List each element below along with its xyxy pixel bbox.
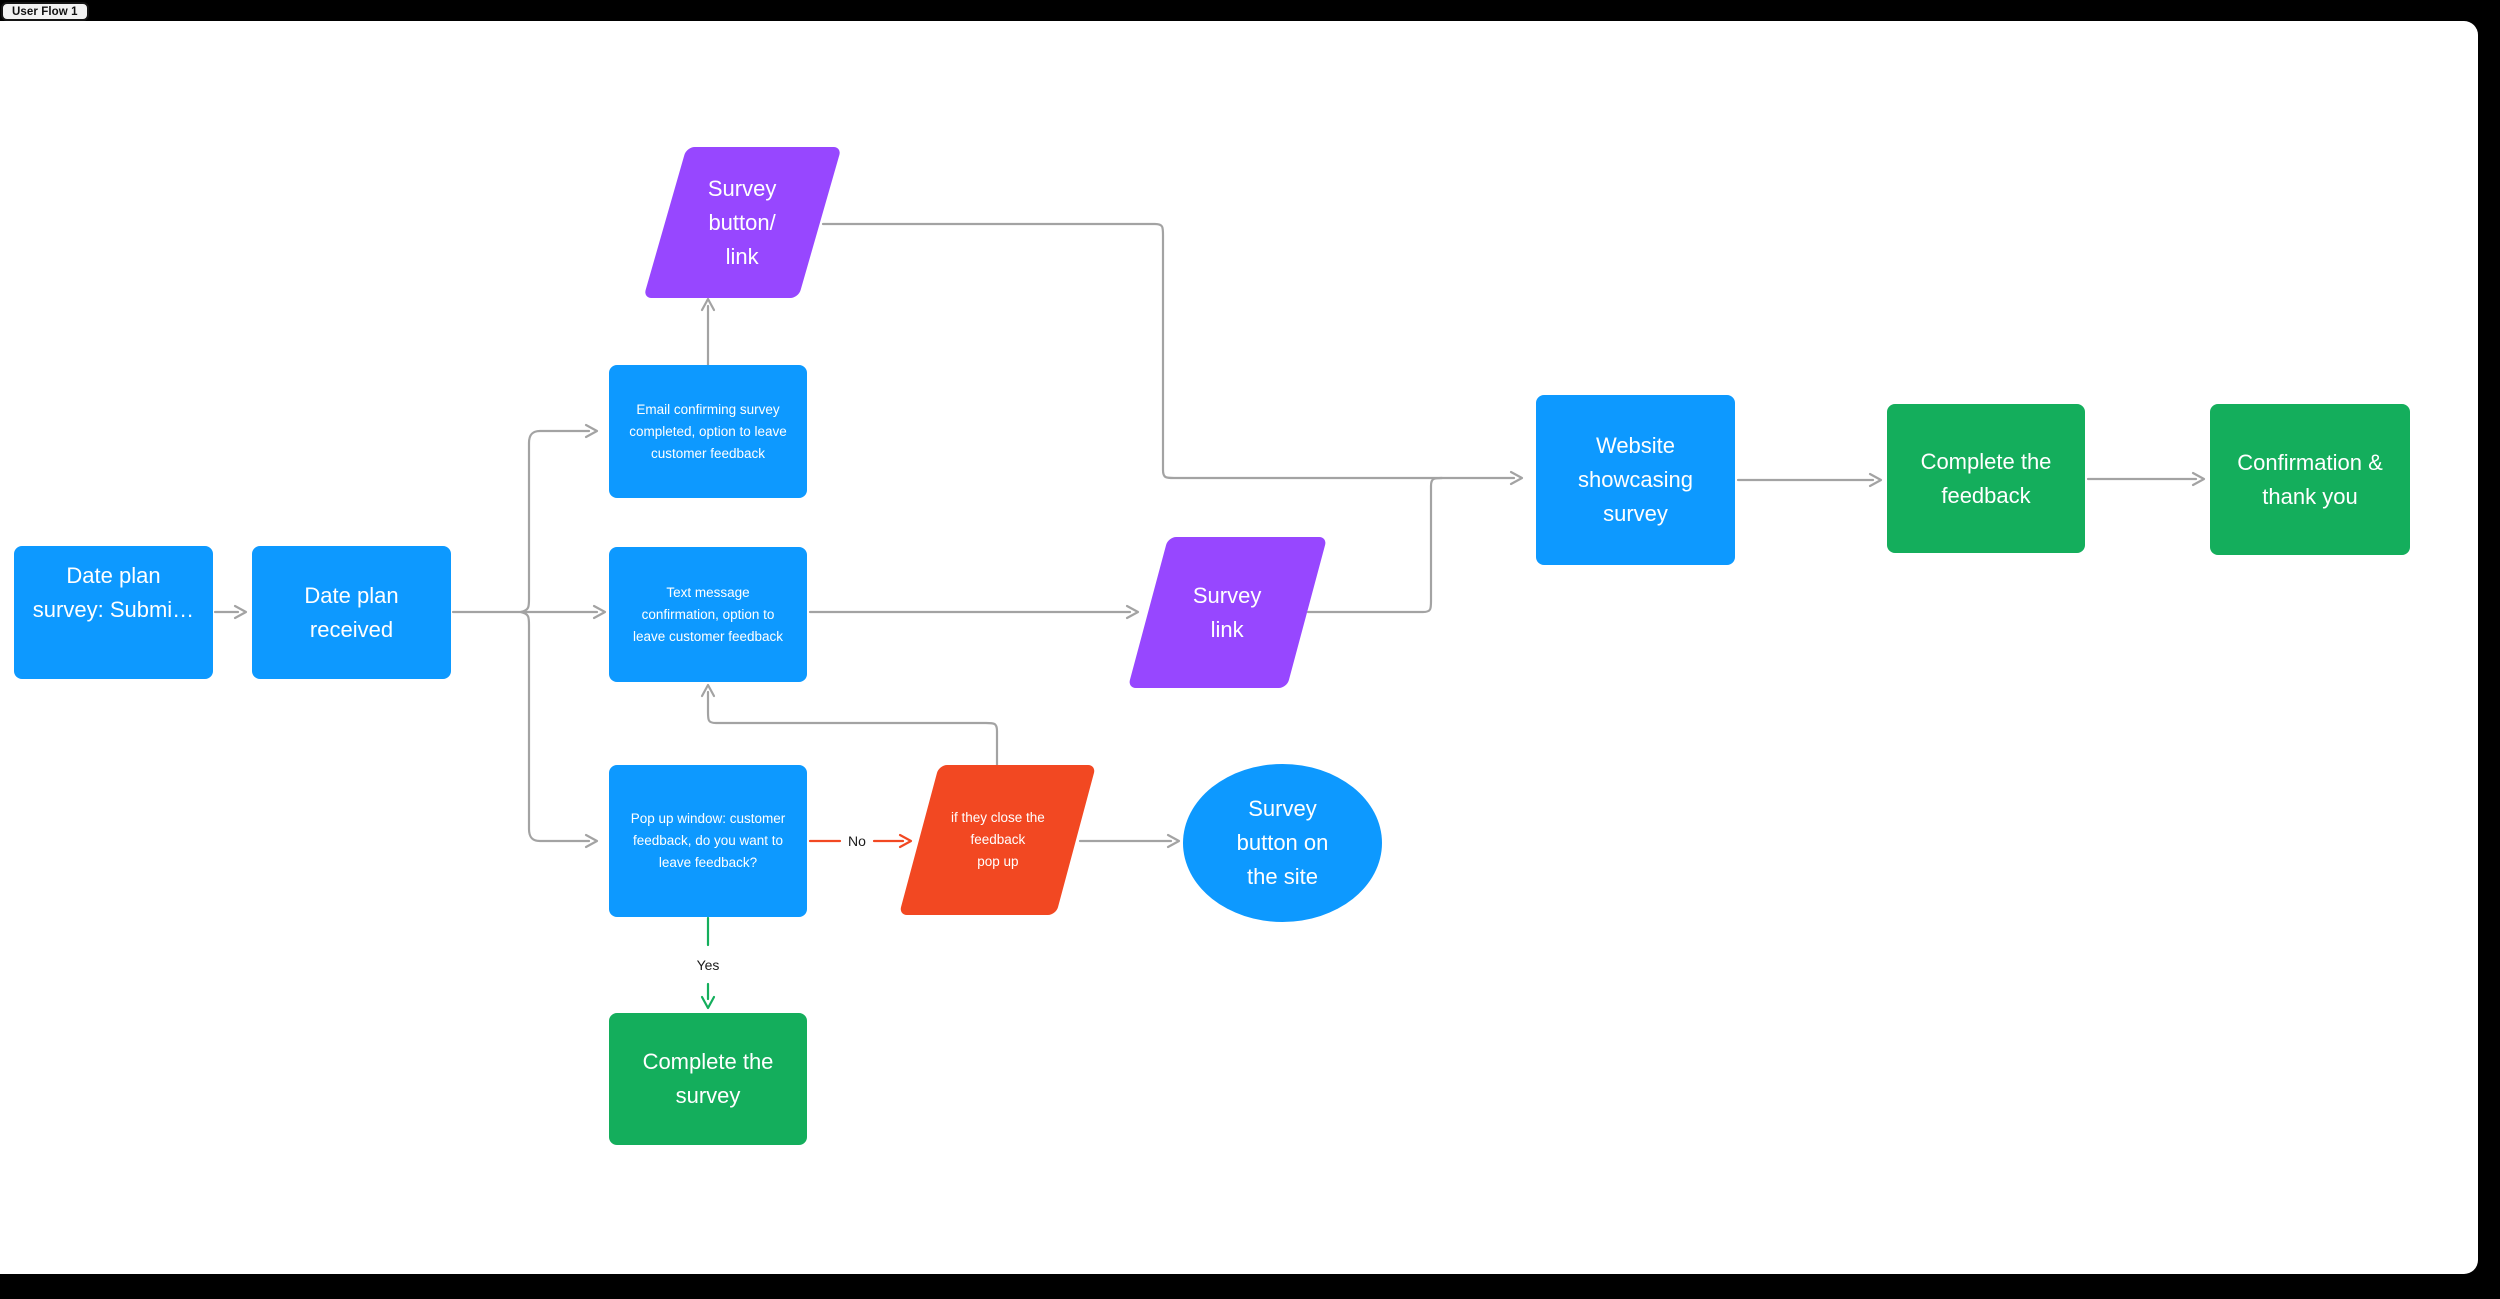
node-complete-the-feedback[interactable]: Complete the feedback — [1887, 404, 2085, 553]
connector-ifclose-to-ellipse[interactable] — [1078, 833, 1181, 849]
connector-popup-no-ifclose[interactable] — [808, 833, 913, 849]
connector-completefeedback-to-confirmation[interactable] — [2086, 471, 2206, 487]
node-label: Text message confirmation, option to lea… — [632, 584, 784, 644]
connector-received-to-popup[interactable] — [519, 610, 599, 849]
connector-ifclose-to-textmessage[interactable] — [700, 683, 999, 767]
node-label: Email confirming survey completed, optio… — [629, 401, 787, 461]
node-popup-window[interactable]: Pop up window: customer feedback, do you… — [609, 765, 807, 917]
edge-label-no: No — [845, 833, 869, 849]
node-text-message-confirmation[interactable]: Text message confirmation, option to lea… — [609, 547, 807, 682]
node-label: Confirmation & thank you — [2237, 449, 2383, 509]
node-date-plan-survey[interactable]: Date plan survey: Submi… — [14, 546, 213, 679]
node-label: Date plan received — [304, 582, 399, 642]
connector-textmessage-to-surveylink[interactable] — [808, 604, 1140, 620]
node-label: Complete the feedback — [1920, 448, 2052, 508]
connector-received-to-email[interactable] — [519, 423, 599, 614]
node-email-confirmation[interactable]: Email confirming survey completed, optio… — [609, 365, 807, 498]
edge-label-yes: Yes — [693, 957, 723, 973]
node-label: Complete the survey — [642, 1049, 774, 1108]
node-label: Pop up window: customer feedback, do you… — [630, 811, 786, 870]
node-survey-button-on-site[interactable]: Survey button on the site — [1183, 764, 1382, 922]
node-website-showcasing-survey[interactable]: Website showcasing survey — [1536, 395, 1735, 565]
connector-surveylink-to-website[interactable] — [1306, 476, 1444, 614]
node-label: if they close the feedback pop up — [950, 810, 1045, 869]
connector-website-to-completefeedback[interactable] — [1736, 472, 1883, 488]
node-label: Date plan survey: Submi… — [32, 563, 195, 622]
connector-email-to-surveybutton[interactable] — [700, 297, 716, 369]
section-tab-label: User Flow 1 — [12, 5, 78, 18]
connector-popup-yes-completesurvey[interactable] — [700, 916, 716, 1010]
connector-surveybutton-to-website[interactable] — [821, 222, 1524, 486]
section-tab[interactable]: User Flow 1 — [1, 2, 89, 21]
node-complete-the-survey[interactable]: Complete the survey — [609, 1013, 807, 1145]
node-date-plan-received[interactable]: Date plan received — [252, 546, 451, 679]
connector-received-to-textmessage[interactable] — [451, 604, 607, 620]
node-confirmation-thank-you[interactable]: Confirmation & thank you — [2210, 404, 2410, 555]
node-label: Website showcasing survey — [1578, 433, 1693, 526]
node-label: Survey button on the site — [1236, 796, 1329, 889]
node-label: Survey button/ link — [708, 175, 777, 269]
node-label: Survey link — [1193, 582, 1262, 642]
connector-dateplan-to-received[interactable] — [213, 604, 248, 620]
